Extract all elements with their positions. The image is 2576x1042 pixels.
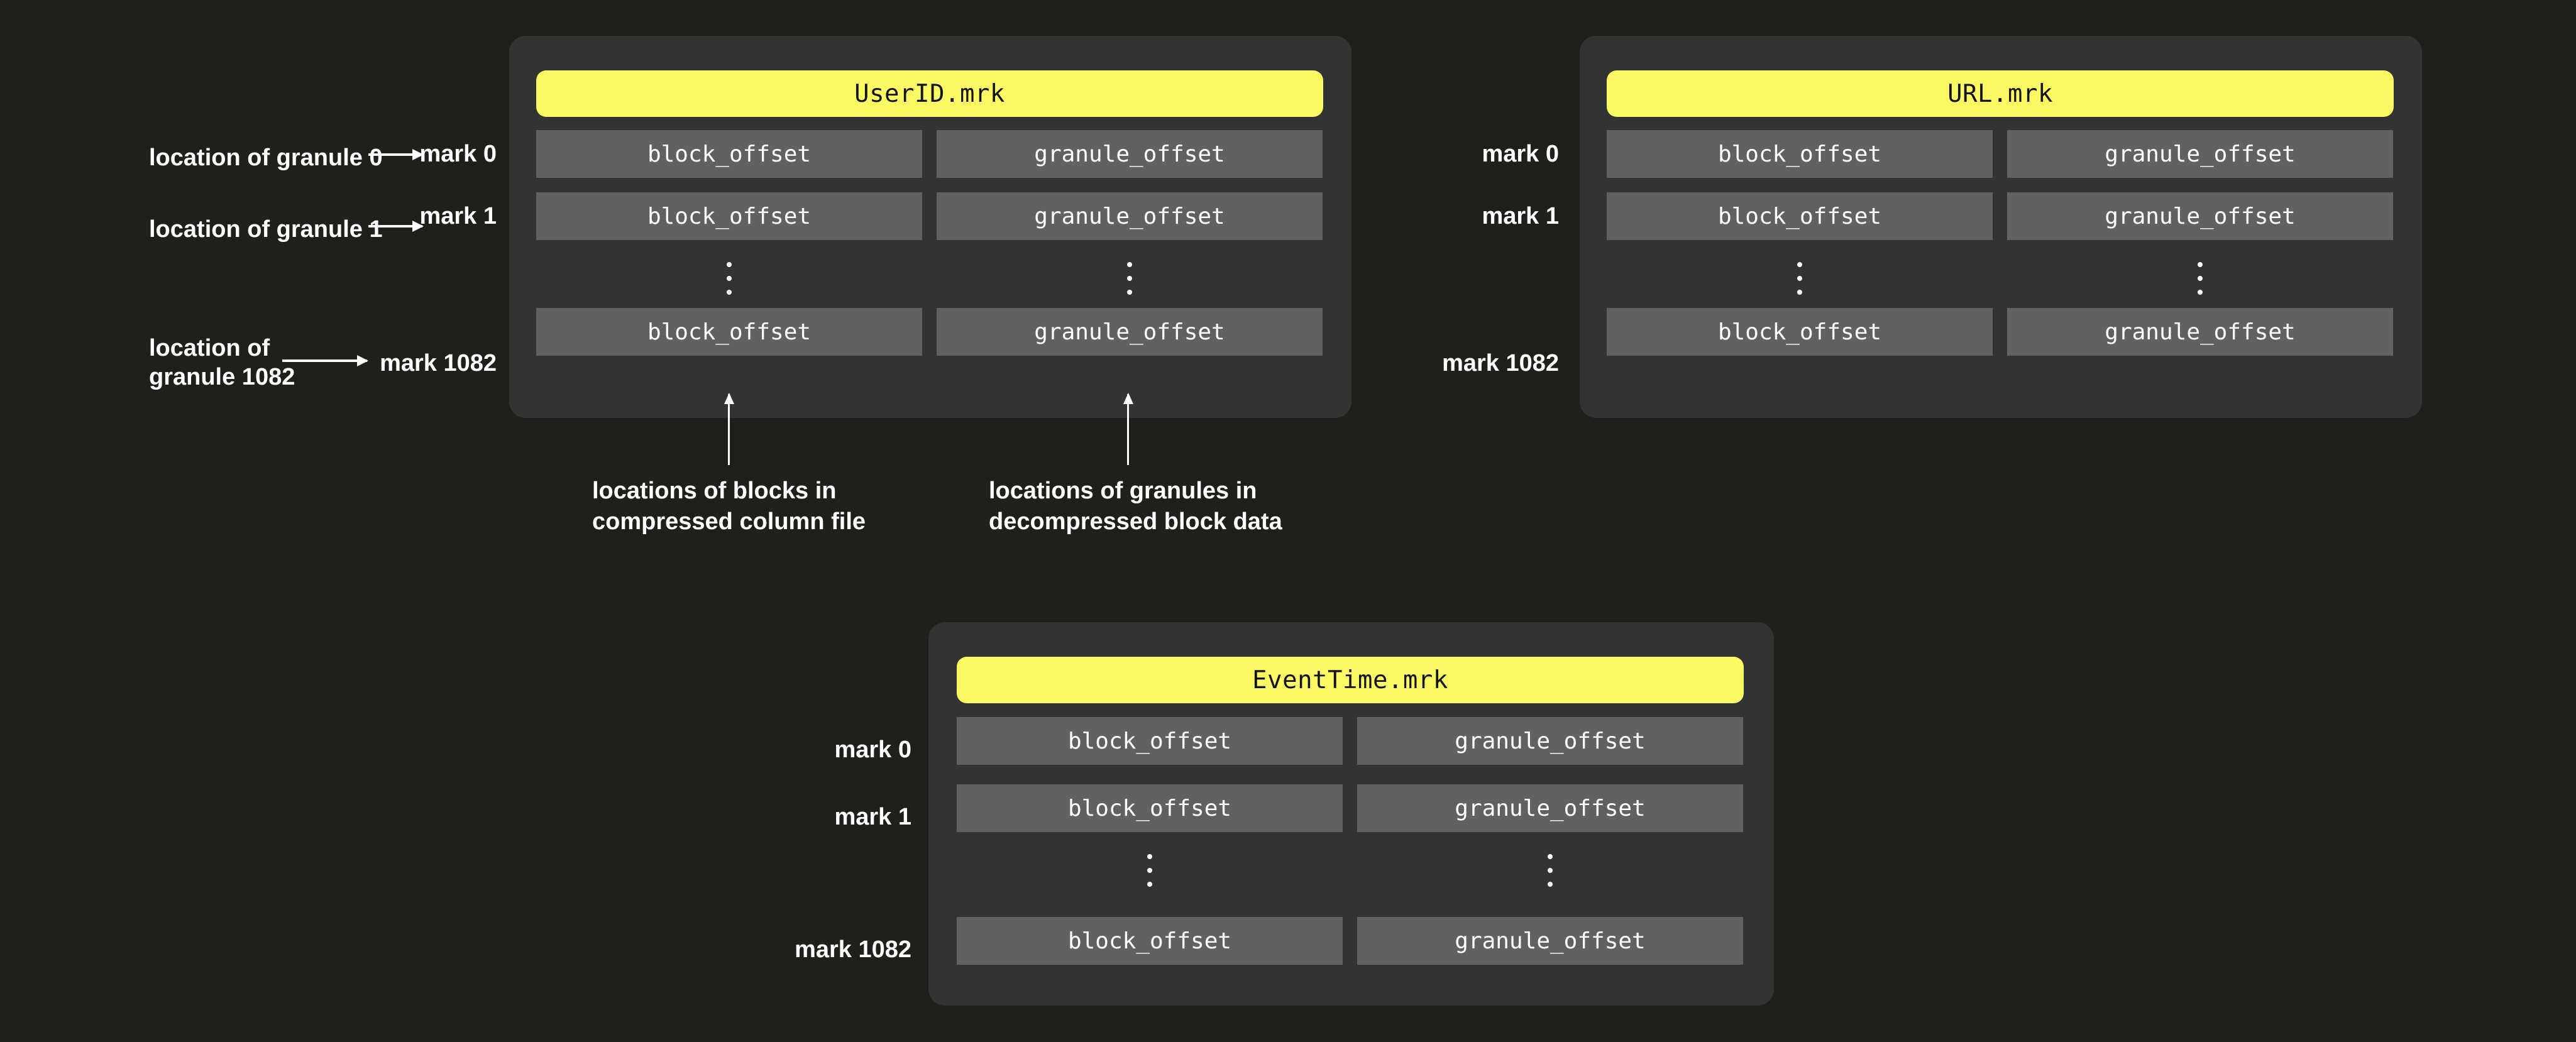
panel-title-userid: UserID.mrk bbox=[536, 70, 1323, 117]
cell-block-offset: block_offset bbox=[957, 717, 1343, 765]
annotation-location-granule-0: location of granule 0 bbox=[149, 145, 383, 171]
mark-label-url-1082: mark 1082 bbox=[1442, 349, 1559, 376]
caption-locations-of-granules: locations of granules in decompressed bl… bbox=[989, 478, 1282, 535]
ellipsis-icon bbox=[2188, 262, 2213, 295]
panel-title-eventtime: EventTime.mrk bbox=[957, 657, 1744, 703]
cell-granule-offset: granule_offset bbox=[2007, 192, 2393, 240]
caption-locations-of-blocks: locations of blocks in compressed column… bbox=[592, 478, 866, 535]
mark-label-userid-1: mark 1 bbox=[419, 202, 497, 229]
ellipsis-icon bbox=[1538, 854, 1563, 887]
arrow-granule-1 bbox=[368, 225, 422, 228]
cell-block-offset: block_offset bbox=[536, 192, 922, 240]
mark-label-eventtime-1082: mark 1082 bbox=[795, 936, 911, 963]
cell-block-offset: block_offset bbox=[1607, 130, 1993, 178]
panel-url-mrk: URL.mrk block_offset granule_offset bloc… bbox=[1580, 36, 2422, 418]
mark-label-url-0: mark 0 bbox=[1482, 140, 1559, 167]
mark-label-eventtime-0: mark 0 bbox=[834, 736, 911, 763]
cell-granule-offset: granule_offset bbox=[1357, 784, 1743, 832]
panel-eventtime-mrk: EventTime.mrk block_offset granule_offse… bbox=[928, 622, 1774, 1006]
cell-block-offset: block_offset bbox=[1607, 308, 1993, 356]
ellipsis-icon bbox=[1117, 262, 1142, 295]
annotation-location-granule-1: location of granule 1 bbox=[149, 216, 383, 243]
arrow-granule-0 bbox=[368, 153, 422, 156]
arrow-granule-1082 bbox=[282, 359, 367, 362]
ellipsis-icon bbox=[717, 262, 742, 295]
arrow-granules-callout bbox=[1127, 394, 1129, 465]
cell-granule-offset: granule_offset bbox=[937, 308, 1323, 356]
cell-granule-offset: granule_offset bbox=[1357, 717, 1743, 765]
cell-granule-offset: granule_offset bbox=[937, 130, 1323, 178]
mark-label-userid-1082: mark 1082 bbox=[380, 349, 497, 376]
mark-label-userid-0: mark 0 bbox=[419, 140, 497, 167]
cell-block-offset: block_offset bbox=[957, 784, 1343, 832]
cell-block-offset: block_offset bbox=[1607, 192, 1993, 240]
cell-block-offset: block_offset bbox=[536, 308, 922, 356]
ellipsis-icon bbox=[1137, 854, 1162, 887]
panel-userid-mrk: UserID.mrk block_offset granule_offset b… bbox=[509, 36, 1351, 418]
ellipsis-icon bbox=[1787, 262, 1812, 295]
cell-block-offset: block_offset bbox=[536, 130, 922, 178]
cell-granule-offset: granule_offset bbox=[2007, 130, 2393, 178]
cell-granule-offset: granule_offset bbox=[2007, 308, 2393, 356]
mark-label-url-1: mark 1 bbox=[1482, 202, 1559, 229]
cell-block-offset: block_offset bbox=[957, 917, 1343, 965]
annotation-location-granule-1082: location of granule 1082 bbox=[149, 335, 295, 391]
mark-label-eventtime-1: mark 1 bbox=[834, 803, 911, 830]
cell-granule-offset: granule_offset bbox=[937, 192, 1323, 240]
cell-granule-offset: granule_offset bbox=[1357, 917, 1743, 965]
arrow-blocks-callout bbox=[728, 394, 730, 465]
panel-title-url: URL.mrk bbox=[1607, 70, 2394, 117]
